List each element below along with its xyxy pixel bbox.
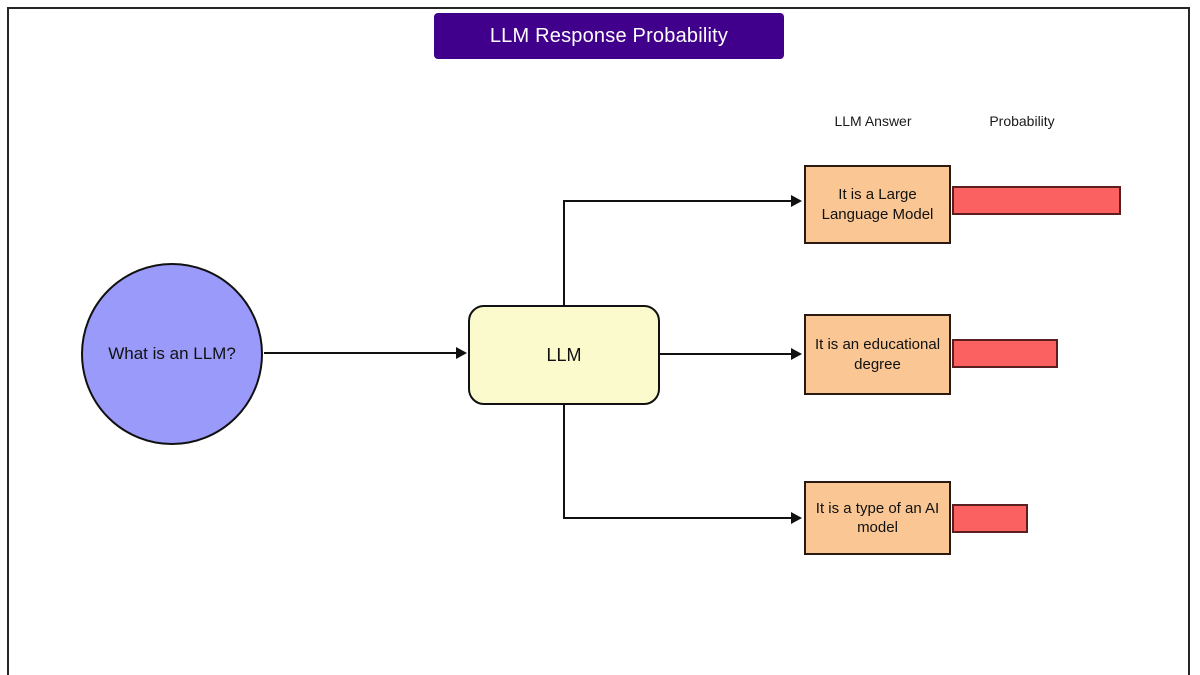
answer-box-label: It is an educational degree bbox=[814, 336, 941, 373]
probability-bar bbox=[952, 339, 1058, 368]
question-node[interactable]: What is an LLM? bbox=[81, 263, 263, 445]
llm-node[interactable]: LLM bbox=[468, 305, 660, 405]
connector-question-to-llm bbox=[264, 352, 458, 354]
answer-box[interactable]: It is an educational degree bbox=[804, 314, 951, 395]
llm-node-label: LLM bbox=[546, 344, 582, 365]
arrowhead-llm-to-answer-2 bbox=[791, 348, 802, 360]
connector-llm-to-answer-3-vertical bbox=[563, 404, 565, 519]
arrowhead-llm-to-answer-3 bbox=[791, 512, 802, 524]
answer-box[interactable]: It is a type of an AI model bbox=[804, 481, 951, 555]
answer-box-label: It is a Large Language Model bbox=[821, 186, 934, 223]
connector-llm-to-answer-2 bbox=[659, 353, 793, 355]
page-title: LLM Response Probability bbox=[489, 24, 729, 47]
arrowhead-llm-to-answer-1 bbox=[791, 195, 802, 207]
title-banner: LLM Response Probability bbox=[434, 13, 784, 59]
answer-box-label: It is a type of an AI model bbox=[815, 499, 940, 536]
connector-llm-to-answer-3-horizontal bbox=[563, 517, 793, 519]
connector-llm-to-answer-1-vertical bbox=[563, 201, 565, 306]
probability-bar bbox=[952, 504, 1028, 533]
connector-llm-to-answer-1-horizontal bbox=[563, 200, 793, 202]
probability-bar bbox=[952, 186, 1121, 215]
column-header-probability: Probability bbox=[989, 113, 1055, 129]
arrowhead-question-to-llm bbox=[456, 347, 467, 359]
question-node-label: What is an LLM? bbox=[108, 344, 236, 364]
answer-box[interactable]: It is a Large Language Model bbox=[804, 165, 951, 244]
column-header-llm-answer: LLM Answer bbox=[834, 113, 912, 129]
